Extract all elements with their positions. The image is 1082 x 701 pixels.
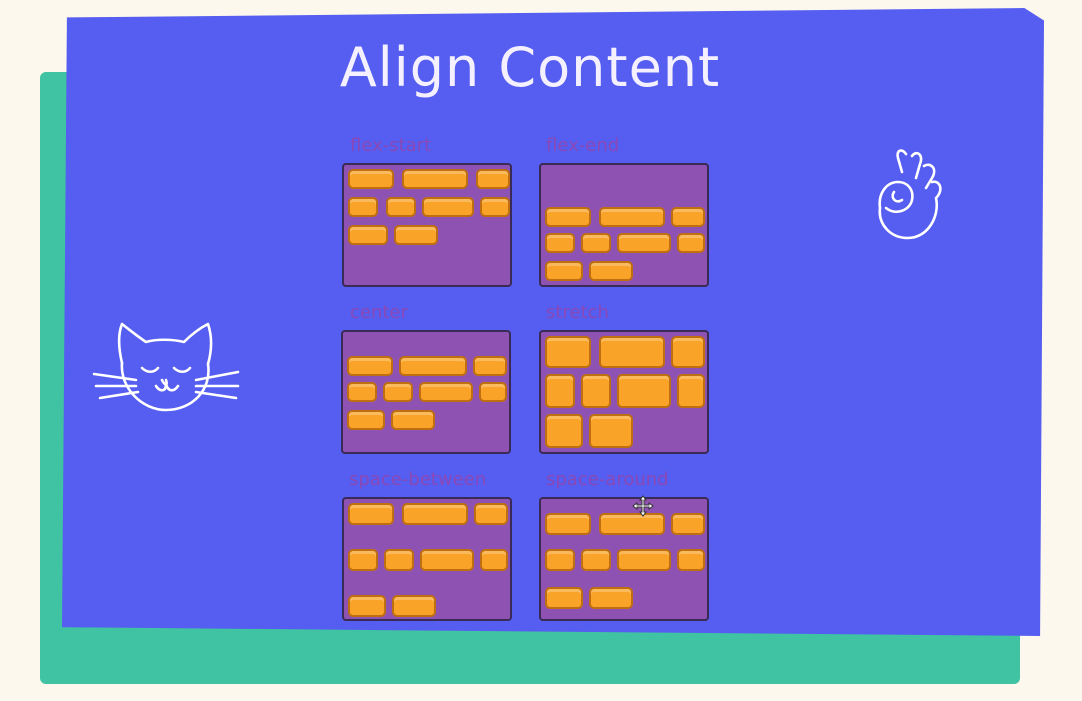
flex-item-brick — [677, 233, 705, 253]
flex-item-brick — [348, 169, 394, 189]
flex-item-brick — [347, 410, 385, 430]
flex-item-brick — [474, 503, 508, 525]
flex-item-brick — [480, 549, 508, 571]
panel-space-between — [342, 497, 512, 621]
move-cursor-icon — [632, 495, 654, 517]
flex-item-brick — [348, 197, 378, 217]
flex-item-brick — [348, 503, 394, 525]
panel-center — [341, 330, 511, 454]
ok-hand-doodle-icon — [878, 149, 942, 240]
flex-item-brick — [617, 233, 671, 253]
flex-item-brick — [422, 197, 474, 217]
page-title: Align Content — [339, 36, 721, 99]
flex-item-brick — [383, 382, 413, 402]
flex-item-brick — [399, 356, 467, 376]
flex-item-brick — [581, 549, 611, 571]
panel-stretch — [539, 330, 709, 454]
flex-item-brick — [348, 549, 378, 571]
flex-item-brick — [581, 233, 611, 253]
label-space-around: space-around — [546, 469, 669, 490]
label-flex-end: flex-end — [546, 135, 620, 156]
flex-item-brick — [617, 374, 671, 408]
flex-item-brick — [348, 595, 386, 617]
flex-item-brick — [386, 197, 416, 217]
panel-space-around — [539, 497, 709, 621]
flex-item-brick — [394, 225, 438, 245]
flex-item-brick — [671, 336, 705, 368]
flex-item-brick — [545, 374, 575, 408]
flex-item-brick — [545, 513, 591, 535]
flex-item-brick — [480, 197, 510, 217]
flex-item-brick — [545, 207, 591, 227]
flex-item-brick — [671, 513, 705, 535]
flex-item-brick — [347, 356, 393, 376]
flex-item-brick — [348, 225, 388, 245]
flex-item-brick — [599, 513, 665, 535]
flex-item-brick — [677, 549, 705, 571]
flex-item-brick — [402, 169, 468, 189]
flex-item-brick — [545, 261, 583, 281]
flex-item-brick — [473, 356, 507, 376]
label-center: center — [350, 302, 408, 323]
cat-doodle-icon — [92, 322, 240, 412]
label-space-between: space-between — [349, 469, 487, 490]
flex-item-brick — [589, 261, 633, 281]
flex-item-brick — [476, 169, 510, 189]
panel-flex-start — [342, 163, 512, 287]
flex-item-brick — [384, 549, 414, 571]
flex-item-brick — [545, 549, 575, 571]
flex-item-brick — [617, 549, 671, 571]
flex-item-brick — [420, 549, 474, 571]
flex-item-brick — [402, 503, 468, 525]
flex-item-brick — [419, 382, 473, 402]
flex-item-brick — [545, 587, 583, 609]
panel-flex-end — [539, 163, 709, 287]
flex-item-brick — [589, 587, 633, 609]
flex-item-brick — [671, 207, 705, 227]
flex-item-brick — [545, 414, 583, 448]
flex-item-brick — [392, 595, 436, 617]
flex-item-brick — [347, 382, 377, 402]
flex-item-brick — [589, 414, 633, 448]
label-stretch: stretch — [546, 302, 609, 323]
label-flex-start: flex-start — [350, 135, 432, 156]
flex-item-brick — [391, 410, 435, 430]
flex-item-brick — [545, 233, 575, 253]
flex-item-brick — [599, 207, 665, 227]
flex-item-brick — [599, 336, 665, 368]
flex-item-brick — [677, 374, 705, 408]
flex-item-brick — [545, 336, 591, 368]
flex-item-brick — [581, 374, 611, 408]
flex-item-brick — [479, 382, 507, 402]
